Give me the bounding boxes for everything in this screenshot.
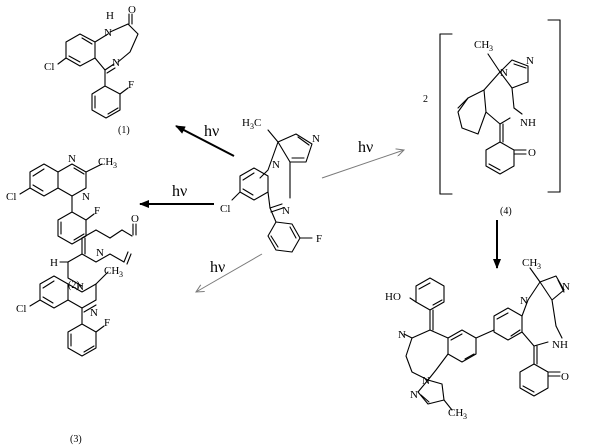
central-atom-sub3: 3 xyxy=(250,122,254,131)
central-atom-n-azepine: N xyxy=(282,205,290,217)
dimer-atom-n-fused-left: N xyxy=(422,375,430,387)
c3-atom-n-low: N xyxy=(90,307,98,319)
c4-atom-sub3: 3 xyxy=(489,44,493,53)
arrow-to-compound-3 xyxy=(196,253,263,292)
dimer-atom-n-left: N xyxy=(398,329,406,341)
hv-label-2: hν xyxy=(172,183,187,200)
hv-label-1: hν xyxy=(204,123,219,140)
c4-atom-n-top: N xyxy=(526,55,534,67)
dimer-atom-n-top-right: N xyxy=(562,281,570,293)
c1-atom-o: O xyxy=(128,4,136,16)
central-atom-n-top: N xyxy=(312,133,320,145)
label-compound-2: (2) xyxy=(68,280,80,291)
arrow-to-compound-1 xyxy=(175,125,235,157)
central-atom-h: H xyxy=(242,117,250,129)
c2-atom-ch: CH xyxy=(98,156,113,168)
hv-label-4: hν xyxy=(358,139,373,156)
c1-atom-cl: Cl xyxy=(44,61,54,73)
c3-atom-cl: Cl xyxy=(16,303,26,315)
hv-label-3: hν xyxy=(210,259,225,276)
compound-1: H N O N Cl F (1) xyxy=(44,4,139,136)
c1-atom-n1: N xyxy=(104,27,112,39)
c2-atom-cl: Cl xyxy=(6,191,16,203)
dimer-atom-sub3-right: 3 xyxy=(537,262,541,271)
c2-atom-n1: N xyxy=(68,153,76,165)
dimer-atom-ch-left: CH xyxy=(448,407,463,419)
central-atom-c: C xyxy=(254,117,261,129)
c2-atom-f: F xyxy=(94,205,100,217)
central-molecule: H 3 C N N N Cl F xyxy=(220,117,322,253)
c1-atom-f: F xyxy=(128,79,134,91)
dimer-atom-ho: HO xyxy=(385,291,401,303)
c3-atom-n-ring: N xyxy=(76,281,84,293)
compound-2: N N CH 3 Cl F (2) xyxy=(6,153,117,291)
c4-atom-o: O xyxy=(528,147,536,159)
c3-atom-sub3: 3 xyxy=(119,270,123,279)
dimer-atom-ch-right: CH xyxy=(522,257,537,269)
arrow-to-compound-4 xyxy=(321,150,404,179)
c3-atom-h: H xyxy=(50,257,58,269)
c1-atom-n2: N xyxy=(112,57,120,69)
reaction-arrows: hν hν hν hν xyxy=(139,123,501,292)
dimer-atom-n-bottom: N xyxy=(410,389,418,401)
label-stoich: 2 xyxy=(423,94,428,105)
dimer-atom-n-fused-right: N xyxy=(520,295,528,307)
central-atom-f: F xyxy=(316,233,322,245)
c3-atom-f: F xyxy=(104,317,110,329)
c3-atom-n-imine: N xyxy=(96,247,104,259)
dimer-atom-nh: NH xyxy=(552,339,568,351)
c4-atom-nh: NH xyxy=(520,117,536,129)
central-atom-cl: Cl xyxy=(220,203,230,215)
compound-3: H N O N CH 3 N Cl F (3) xyxy=(16,213,139,445)
label-compound-4: (4) xyxy=(500,206,512,217)
c1-atom-h: H xyxy=(106,10,114,22)
compound-4: CH 3 N N NH O 2 (4) xyxy=(423,19,561,217)
c2-atom-n2: N xyxy=(82,191,90,203)
dimer-atom-sub3-left: 3 xyxy=(463,412,467,421)
dimer-product: HO N N N CH 3 CH 3 N N NH O xyxy=(385,257,570,421)
label-compound-1: (1) xyxy=(118,125,130,136)
central-atom-n-fused: N xyxy=(272,159,280,171)
c4-atom-n-fused: N xyxy=(500,67,508,79)
label-compound-3: (3) xyxy=(70,434,82,445)
c4-atom-ch: CH xyxy=(474,39,489,51)
c3-atom-ch: CH xyxy=(104,265,119,277)
dimer-atom-o: O xyxy=(561,371,569,383)
c3-atom-o: O xyxy=(131,213,139,225)
c2-atom-sub3: 3 xyxy=(113,161,117,170)
